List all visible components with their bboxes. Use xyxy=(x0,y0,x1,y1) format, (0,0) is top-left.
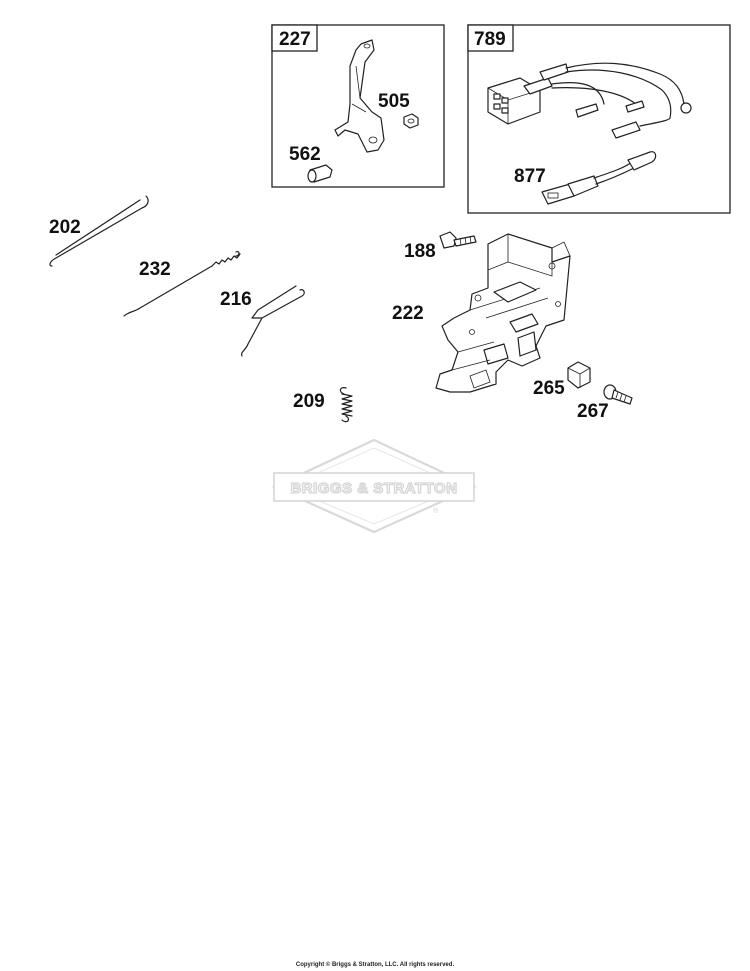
box-227-number: 227 xyxy=(279,29,311,50)
callout-209: 209 xyxy=(293,391,325,412)
callout-232: 232 xyxy=(139,259,171,280)
screw-188-drawing xyxy=(439,231,477,249)
screw-267-drawing xyxy=(603,384,633,405)
box-789-number-frame xyxy=(467,24,514,52)
box-789: 789 xyxy=(467,24,731,214)
control-bracket-222-drawing xyxy=(435,233,571,393)
box-227: 227 505 562 xyxy=(271,24,445,188)
callout-877: 877 xyxy=(514,166,546,187)
callout-265: 265 xyxy=(533,378,565,399)
briggs-stratton-watermark: BRIGGS & STRATTON ® xyxy=(271,438,477,534)
spring-link-232-drawing xyxy=(123,251,241,317)
harness-877-drawing xyxy=(541,151,657,205)
callout-188: 188 xyxy=(404,241,436,262)
watermark-text: BRIGGS & STRATTON xyxy=(290,480,457,497)
box-789-number: 789 xyxy=(474,29,506,50)
watermark-registered: ® xyxy=(433,507,439,515)
nut-505-drawing xyxy=(403,113,419,129)
watermark-band xyxy=(273,472,475,502)
wire-harness-drawing xyxy=(487,62,692,139)
choke-link-216-drawing xyxy=(241,285,305,357)
box-789-frame xyxy=(467,24,731,214)
callout-216: 216 xyxy=(220,289,252,310)
callout-222: 222 xyxy=(392,303,424,324)
copyright-notice: Copyright © Briggs & Stratton, LLC. All … xyxy=(295,962,455,968)
link-rod-202-drawing xyxy=(49,195,149,267)
callout-202: 202 xyxy=(49,217,81,238)
callout-505: 505 xyxy=(378,91,410,112)
spring-209-drawing xyxy=(339,387,353,423)
box-227-frame xyxy=(271,24,445,188)
callout-562: 562 xyxy=(289,144,321,165)
clip-265-drawing xyxy=(567,361,591,389)
callout-267: 267 xyxy=(577,401,609,422)
box-227-number-frame xyxy=(271,24,318,52)
pin-562-drawing xyxy=(307,164,333,183)
throttle-lever-drawing xyxy=(334,39,385,153)
